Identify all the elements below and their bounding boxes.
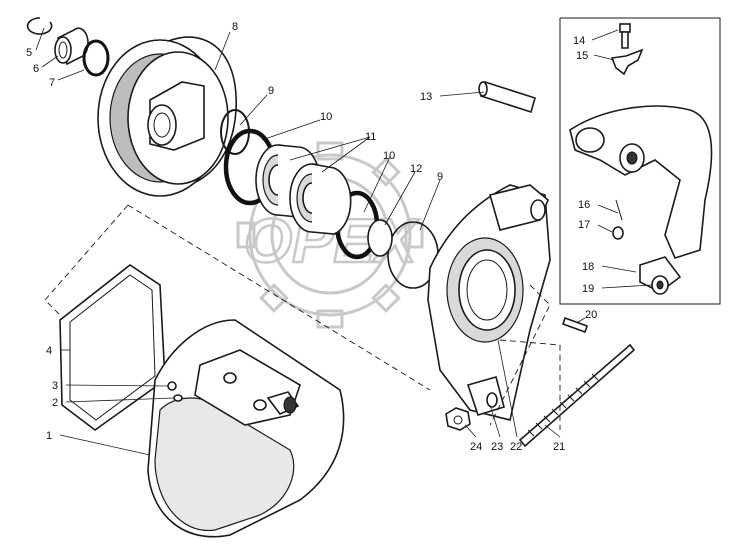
label-14: 14 xyxy=(573,35,585,47)
label-12: 12 xyxy=(410,163,422,175)
spacer-12 xyxy=(367,219,393,257)
label-24: 24 xyxy=(470,441,482,453)
label-18: 18 xyxy=(582,261,594,273)
label-7: 7 xyxy=(49,77,55,89)
adjusting-bolt-21 xyxy=(518,343,636,448)
bearing-11b xyxy=(289,163,352,235)
wing-nut-15 xyxy=(610,48,644,76)
label-3: 3 xyxy=(52,380,58,392)
stud-20 xyxy=(561,316,589,334)
label-20: 20 xyxy=(585,309,597,321)
label-8: 8 xyxy=(232,21,238,33)
ring-7 xyxy=(82,39,110,77)
label-21: 21 xyxy=(553,441,565,453)
axis-line-2 xyxy=(44,204,129,316)
label-11: 11 xyxy=(365,131,376,143)
label-16: 16 xyxy=(578,199,590,211)
label-1: 1 xyxy=(46,430,52,442)
label-19: 19 xyxy=(582,283,594,295)
label-13: 13 xyxy=(420,91,432,103)
label-9a: 9 xyxy=(268,85,274,97)
pump-body-1 xyxy=(147,319,345,538)
pin-13 xyxy=(478,80,536,114)
gasket-inner xyxy=(69,274,156,421)
housing-22 xyxy=(427,184,551,421)
axis-line-1 xyxy=(127,204,431,391)
label-10a: 10 xyxy=(320,111,332,123)
label-9b: 9 xyxy=(437,171,443,183)
label-4: 4 xyxy=(46,345,52,357)
leader-lines xyxy=(35,27,653,456)
circlip-5 xyxy=(26,17,53,35)
label-17: 17 xyxy=(578,219,590,231)
label-23: 23 xyxy=(491,441,503,453)
label-10b: 10 xyxy=(383,150,395,162)
pulley-8 xyxy=(97,36,237,197)
inset-frame xyxy=(559,17,721,305)
label-2: 2 xyxy=(52,397,58,409)
nut-24 xyxy=(445,407,471,431)
label-22: 22 xyxy=(510,441,522,453)
bolt-14 xyxy=(619,23,631,49)
label-6: 6 xyxy=(33,63,39,75)
callout-labels: 5 6 7 8 9 10 11 10 12 9 13 14 15 16 17 1… xyxy=(26,21,597,453)
gasket-4 xyxy=(59,264,166,431)
washer-2 xyxy=(173,394,183,402)
label-15: 15 xyxy=(576,50,588,62)
axis-line-3 xyxy=(499,339,561,430)
screw-3 xyxy=(167,381,177,391)
bushing-6 xyxy=(54,27,89,66)
label-5: 5 xyxy=(26,47,32,59)
